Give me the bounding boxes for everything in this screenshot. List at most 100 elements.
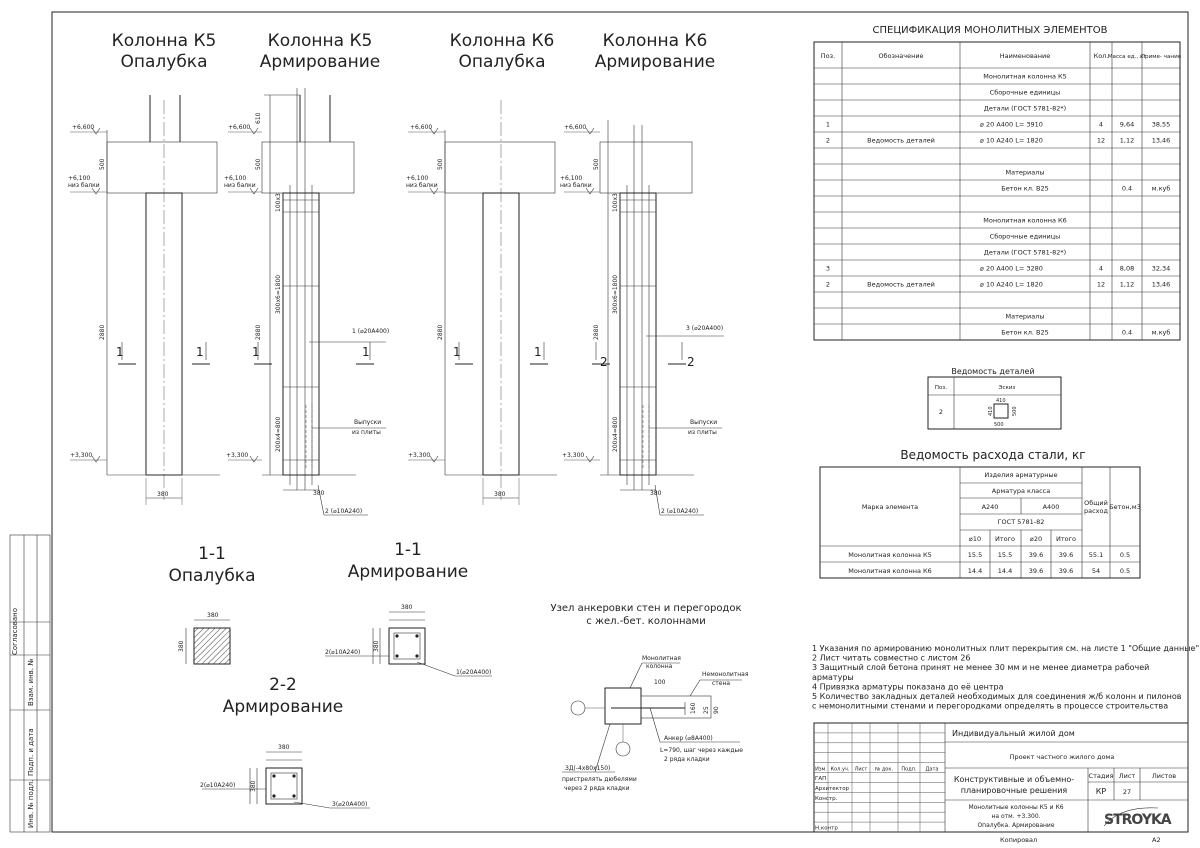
- spec-cell: 4: [1099, 264, 1103, 272]
- steel-cell: 55.1: [1089, 551, 1103, 559]
- stamp-stage: КР: [1096, 787, 1107, 796]
- steel-h-a240: А240: [982, 503, 999, 511]
- anchor-bar-2: L=790, шаг через каждые: [660, 747, 743, 754]
- k5f-sec-mark-l: 1: [116, 345, 124, 359]
- title-s11r-2: Армирование: [348, 562, 469, 582]
- k6f-dim-380: 380: [494, 491, 506, 498]
- k6r-dim-380: 380: [650, 490, 662, 497]
- spec-cell: 13,46: [1152, 280, 1171, 288]
- title-k6-form-1: Колонна К6: [450, 31, 555, 51]
- s11r-dim-380-top: 380: [401, 604, 413, 611]
- anchor-bar-3: 2 ряда кладки: [664, 756, 710, 763]
- k5r-elev-6100: +6,100: [224, 175, 246, 182]
- k6r-vypuski-1: Выпуски: [690, 419, 717, 426]
- spec-cell: Детали (ГОСТ 5781-82*): [984, 248, 1066, 256]
- side-inv: Инв. № подл.: [27, 780, 35, 828]
- note-line: с немонолитными стенами и перегородками …: [812, 702, 1168, 711]
- k5f-dim-500: 500: [99, 158, 106, 170]
- spec-cell: Сборочные единицы: [990, 88, 1061, 96]
- section-11-formwork: 1-1 Опалубка 380 380: [168, 544, 256, 665]
- title-k6-form-2: Опалубка: [458, 52, 545, 72]
- details-h-pos: Поз.: [935, 385, 947, 391]
- title-s11f-1: 1-1: [198, 544, 226, 564]
- k6r-elev-6600: +6,600: [564, 124, 586, 131]
- anchor-title-1: Узел анкеровки стен и перегородок: [550, 603, 741, 614]
- title-k5-form-1: Колонна К5: [112, 31, 217, 51]
- k6r-dim-1003: 100х3: [612, 193, 619, 212]
- spec-cell: м.куб: [1152, 184, 1171, 192]
- steel-h-sub-0: ⌀10: [969, 535, 981, 543]
- steel-cell: 14.4: [968, 567, 982, 575]
- spec-cell: Бетон кл. В25: [1001, 184, 1048, 192]
- title-k6-reinf-2: Армирование: [595, 52, 716, 72]
- k5f-elev-3300: +3,300: [70, 452, 92, 459]
- k5r-dim-2880: 2880: [255, 325, 262, 340]
- stamp-subproject: Проект частного жилого дома: [1010, 753, 1115, 761]
- spec-cell: ⌀ 10 А240 L= 1820: [980, 280, 1043, 288]
- steel-cell: 15.5: [998, 551, 1012, 559]
- s22r-dim-380-left: 380: [250, 780, 257, 792]
- k5r-leader-stirrup: 2 (⌀10А240): [325, 508, 362, 515]
- k5-reinf-view: +6,600 +6,100 низ балки +3,300 610 500 2…: [224, 88, 389, 516]
- stamp-sheet-head: Лист: [1119, 772, 1136, 780]
- stamp-role: Н.контр: [815, 826, 838, 832]
- k5r-sec-mark-r: 1: [362, 345, 370, 359]
- details-d500b: 500: [994, 422, 1004, 428]
- steel-cell: 39.6: [1059, 551, 1073, 559]
- stamp-role: ГАП: [815, 776, 826, 782]
- details-pos: 2: [939, 408, 943, 416]
- spec-cell: 8,08: [1120, 264, 1134, 272]
- details-table: Ведомость деталей Поз. Эскиз 2 410 410 5…: [927, 367, 1062, 430]
- stamp-stage-head: Стадия: [1089, 772, 1114, 780]
- k5f-elev-6100-sub: низ балки: [68, 182, 100, 189]
- spec-cell: 12: [1097, 136, 1105, 144]
- k5r-dim-300x6: 300х6=1800: [275, 275, 282, 314]
- stamp-drawing-2: на отм. +3.300.: [991, 813, 1040, 820]
- note-line: 3 Защитный слой бетона принят не менее 3…: [812, 663, 1149, 672]
- spec-cell: Сборочные единицы: [990, 232, 1061, 240]
- k6f-dim-2880: 2880: [437, 325, 444, 340]
- spec-h-qty: Кол.: [1094, 52, 1109, 60]
- spec-cell: Ведомость деталей: [867, 136, 935, 144]
- k6r-dim-500: 500: [593, 158, 600, 170]
- s22r-leader-3: 3(⌀20А400): [332, 801, 367, 808]
- anchor-plate-2: пристрелять дюбелями: [562, 776, 637, 783]
- spec-h-desig: Обозначение: [878, 52, 923, 60]
- details-d410b: 410: [988, 406, 994, 416]
- notes-block: 1 Указания по армированию монолитных пли…: [812, 644, 1199, 711]
- steel-cell: 39.6: [1029, 567, 1043, 575]
- anchor-d90: 90: [713, 706, 720, 714]
- spec-cell: 12: [1097, 280, 1105, 288]
- stamp-colhead: Изм.: [815, 767, 827, 773]
- spec-cell: 1: [826, 120, 830, 128]
- k6f-elev-6100-sub: низ балки: [406, 182, 438, 189]
- stamp-colhead: Лист: [855, 767, 868, 773]
- stamp-role: Констр.: [815, 796, 838, 802]
- anchor-d25: 25: [703, 706, 710, 714]
- spec-cell: 2: [826, 280, 830, 288]
- steel-cell: 0.5: [1120, 567, 1130, 575]
- s11r-dim-380-left: 380: [373, 640, 380, 652]
- anchor-nonmono-2: стена: [712, 680, 730, 687]
- anchor-d100: 100: [654, 679, 666, 686]
- k5r-dim-1003: 100х3: [275, 193, 282, 212]
- side-agreed: Согласовано: [11, 608, 19, 655]
- title-k6-reinf-1: Колонна К6: [603, 31, 708, 51]
- note-line: 4 Привязка арматуры показана до её центр…: [812, 682, 1004, 691]
- note-line: 5 Количество закладных деталей необходим…: [812, 692, 1182, 701]
- steel-cell: 15.5: [968, 551, 982, 559]
- k6r-dim-300x6: 300х6=1800: [612, 275, 619, 314]
- spec-cell: Монолитная колонна К6: [983, 216, 1067, 224]
- anchor-d160: 160: [690, 702, 697, 714]
- s11r-leader-1: 1(⌀20А400): [456, 669, 491, 676]
- title-k5-reinf-2: Армирование: [260, 52, 381, 72]
- stamp-colhead: Дата: [926, 767, 939, 773]
- spec-cell: м.куб: [1152, 328, 1171, 336]
- k6f-sec-mark-l: 1: [453, 345, 461, 359]
- title-s11f-2: Опалубка: [168, 566, 255, 586]
- anchor-plate-3: через 2 ряда кладки: [564, 785, 630, 792]
- title-k5-form-2: Опалубка: [120, 52, 207, 72]
- k6-reinf-view: +6,600 +6,100 низ балки +3,300 500 2880 …: [560, 120, 724, 516]
